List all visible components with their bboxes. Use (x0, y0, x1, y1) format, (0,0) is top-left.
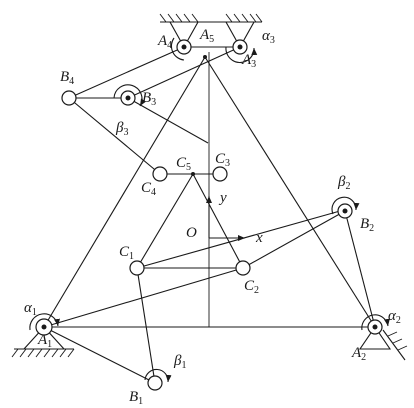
link-b1-c1 (136, 267, 156, 384)
alpha2-arc (361, 314, 390, 331)
label-x-axis: x (255, 230, 263, 246)
alpha3-arc (231, 47, 258, 64)
moving-platform (43, 173, 341, 328)
link-b3-c3 (127, 97, 209, 144)
limb-1 (43, 267, 156, 384)
labels: A1 A2 A3 A4 A5 B1 B2 B3 B4 C1 C2 C3 C4 C… (24, 27, 401, 407)
joint-c2 (235, 260, 251, 276)
joints (35, 39, 383, 391)
label-c5: C5 (176, 155, 191, 173)
label-a1: A1 (37, 332, 52, 350)
label-a5: A5 (199, 27, 214, 45)
beta2-arc (331, 196, 360, 215)
ground-support-top (159, 13, 263, 49)
ground-support-a2 (358, 326, 408, 361)
label-a2: A2 (351, 345, 366, 363)
label-b3: B3 (142, 90, 156, 108)
label-c1: C1 (119, 244, 134, 262)
base-frame (43, 52, 376, 328)
link-a2-b2 (344, 210, 376, 328)
limb-2 (242, 210, 376, 328)
line-a1-a5 (43, 56, 206, 328)
joint-c3 (212, 166, 228, 182)
joint-c4 (152, 166, 168, 182)
platform-c1-c5 (136, 173, 194, 269)
point-c5 (191, 172, 195, 176)
label-y-axis: y (218, 190, 227, 206)
label-beta2: β2 (337, 174, 350, 192)
label-a3: A3 (241, 52, 256, 70)
label-c3: C3 (215, 151, 230, 169)
label-alpha1: α1 (24, 300, 37, 318)
angle-arcs (29, 37, 390, 383)
limb-4 (68, 46, 185, 175)
label-b4: B4 (60, 69, 74, 87)
platform-c5-c2 (192, 173, 244, 269)
joint-b1 (147, 375, 163, 391)
beta1-arc (144, 368, 172, 383)
line-a1-c2 (43, 267, 244, 328)
link-b4-c4 (68, 97, 161, 175)
coordinate-axes (206, 196, 245, 241)
link-b2-c2 (242, 210, 346, 269)
joint-b4 (61, 90, 77, 106)
label-a4: A4 (157, 33, 172, 51)
joint-c1 (129, 260, 145, 276)
label-beta3: β3 (115, 120, 128, 138)
beta3-arc (113, 84, 147, 107)
label-c2: C2 (244, 278, 259, 296)
link-a1-b1 (43, 326, 156, 384)
point-a5 (203, 55, 207, 59)
label-b2: B2 (360, 216, 374, 234)
label-b1: B1 (129, 389, 143, 407)
alpha4-arc (170, 37, 185, 61)
support-triangle-a2 (358, 326, 392, 350)
label-alpha3: α3 (262, 28, 275, 46)
ground-support-a1 (11, 326, 75, 358)
label-c4: C4 (141, 180, 156, 198)
label-alpha2: α2 (388, 308, 401, 326)
line-a5-a2 (204, 56, 376, 328)
alpha1-arc (29, 313, 60, 331)
label-origin: O (186, 225, 197, 241)
link-a3-b3 (127, 46, 241, 99)
alpha3-arc-tail (225, 46, 233, 61)
link-a4-b4 (68, 46, 185, 99)
label-beta1: β1 (173, 353, 186, 371)
